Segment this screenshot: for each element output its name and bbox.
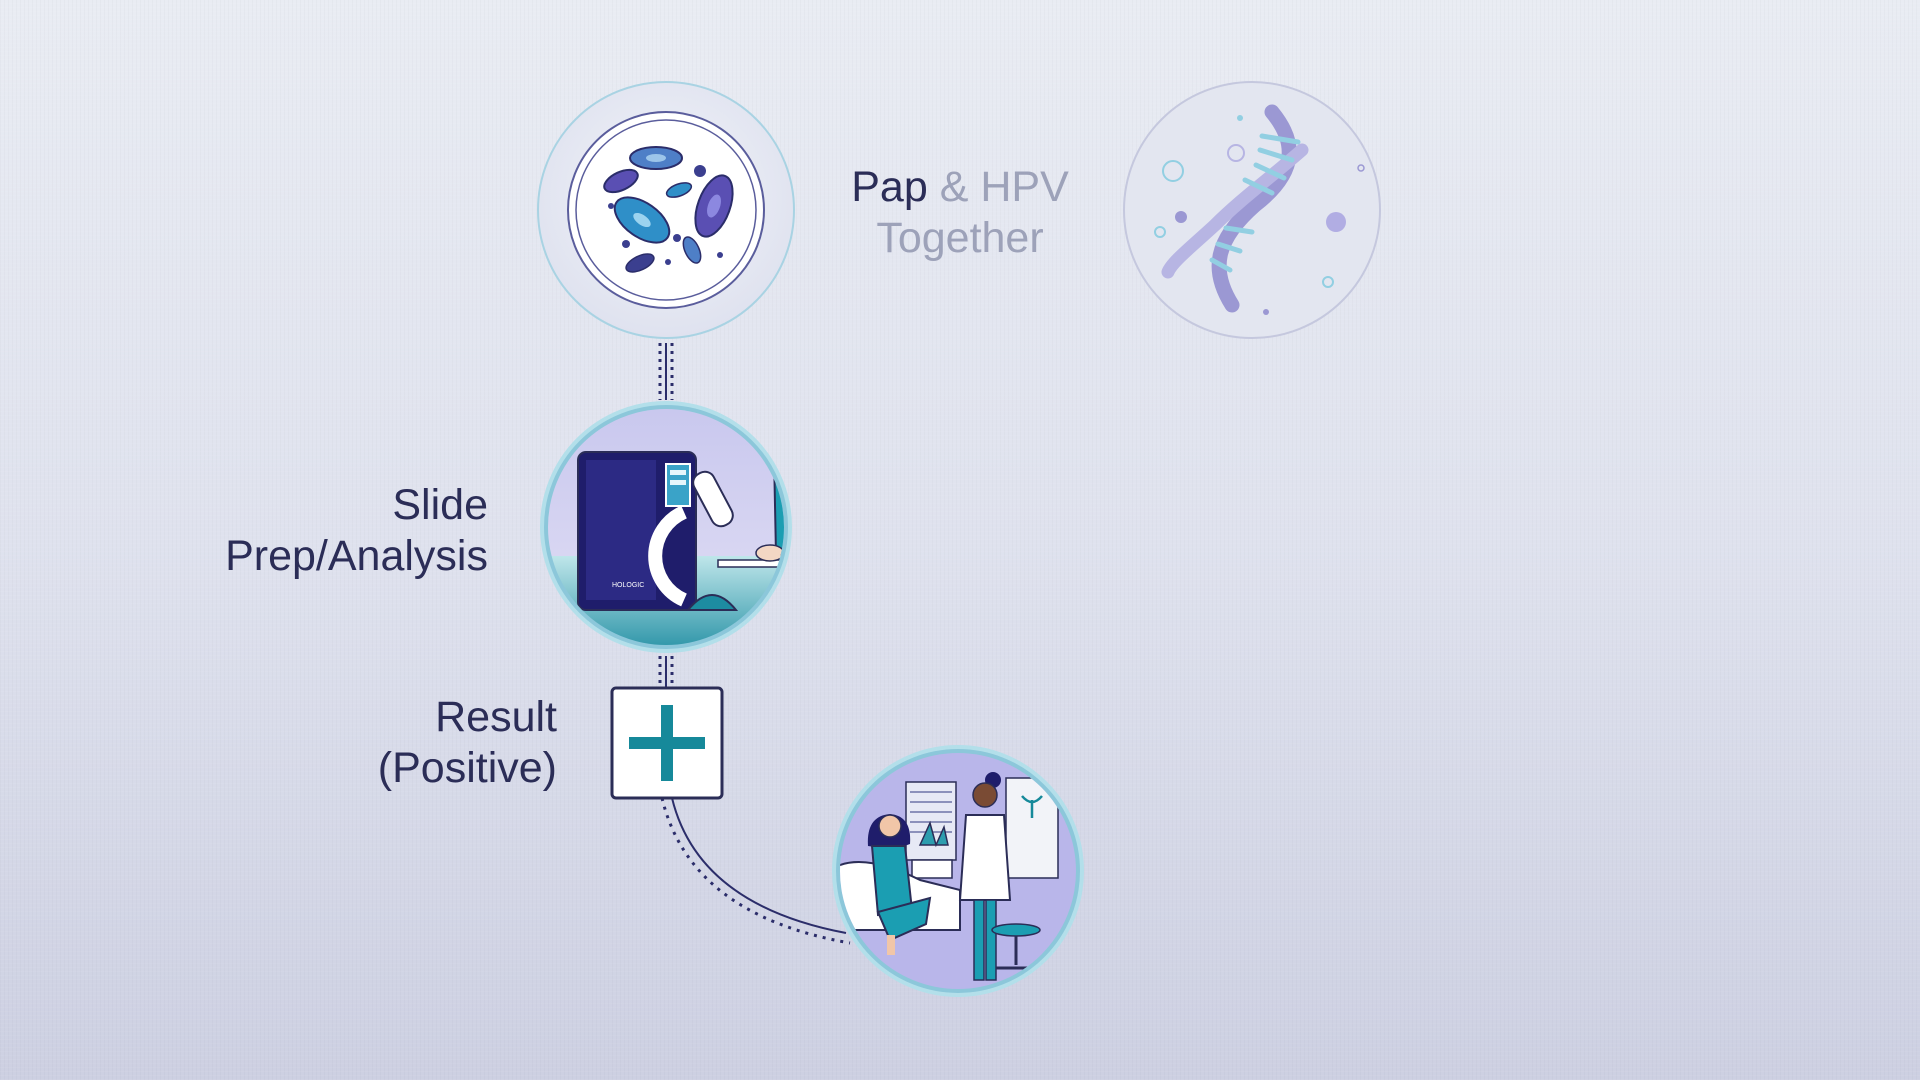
- instrument-brand: HOLOGIC: [612, 582, 644, 589]
- result-line-1: Result: [435, 693, 557, 741]
- step-label-result: Result (Positive): [290, 692, 557, 794]
- cells-icon: [537, 81, 795, 339]
- slide-line-2: Prep/Analysis: [225, 532, 488, 580]
- connector-curve: [660, 797, 851, 945]
- dna-icon: [1123, 81, 1381, 339]
- connector-middle: [658, 656, 674, 688]
- connector-top: [658, 343, 674, 400]
- step-label-slide-prep: Slide Prep/Analysis: [150, 480, 488, 582]
- plus-result-icon: [610, 686, 724, 800]
- together-word: Together: [876, 214, 1044, 262]
- slide-line-1: Slide: [392, 481, 488, 529]
- result-line-2: (Positive): [377, 744, 557, 792]
- pap-word: Pap: [851, 163, 928, 211]
- hpv-word: & HPV: [939, 163, 1069, 211]
- doctor-consultation-icon: [832, 745, 1084, 997]
- processor-microscope-icon: HOLOGIC: [540, 401, 792, 653]
- step-label-pap-hpv: Pap & HPV Together: [835, 162, 1085, 264]
